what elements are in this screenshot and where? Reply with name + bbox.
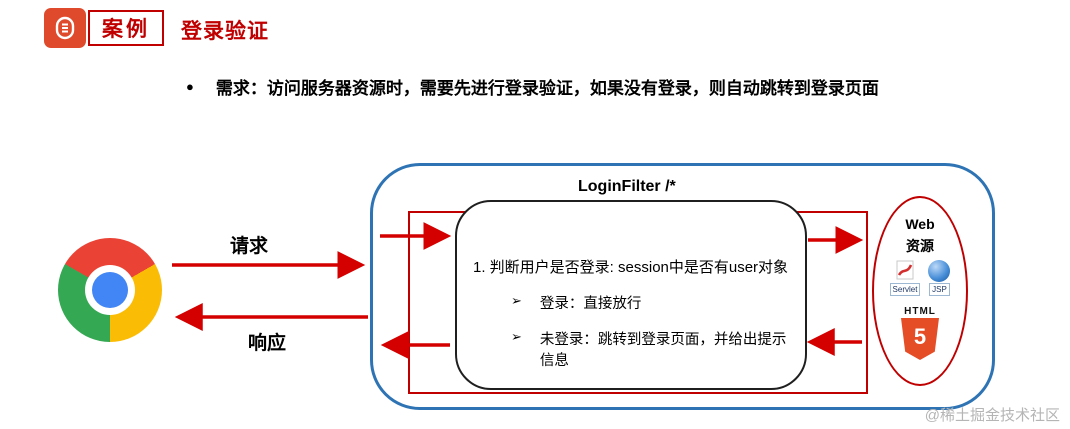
html5-digit: 5 bbox=[913, 324, 927, 349]
case-document-icon-glyph bbox=[55, 16, 75, 40]
web-resource-title-line2: 资源 bbox=[906, 238, 934, 254]
response-label: 响应 bbox=[248, 333, 287, 354]
bullet-icon: ● bbox=[186, 79, 194, 94]
logic-line1: 1. 判断用户是否登录: session中是否有user对象 bbox=[473, 259, 789, 276]
servlet-caption: Servlet bbox=[889, 283, 921, 297]
case-document-icon bbox=[44, 8, 86, 48]
html5-shield-icon: HTML 5 bbox=[874, 306, 966, 360]
logic-item-not-login-text: 未登录：跳转到登录页面，并给出提示信息 bbox=[539, 332, 787, 369]
filter-logic-box: 1. 判断用户是否登录: session中是否有user对象 ➢ 登录：直接放行… bbox=[455, 200, 807, 390]
logic-item-login-text: 登录：直接放行 bbox=[539, 296, 642, 312]
page-title: 登录验证 bbox=[181, 20, 269, 43]
filter-title: LoginFilter /* bbox=[578, 178, 676, 195]
arrow-bullet-icon: ➢ bbox=[511, 329, 522, 344]
case-badge: 案例 bbox=[88, 10, 164, 46]
requirement-text: 需求：访问服务器资源时，需要先进行登录验证，如果没有登录，则自动跳转到登录页面 bbox=[215, 79, 879, 98]
html5-shield-shape: 5 bbox=[901, 318, 939, 360]
jsp-icon: JSP bbox=[928, 260, 951, 297]
web-resource-icon-row: Servlet JSP bbox=[874, 260, 966, 297]
web-resource-title-line1: Web bbox=[905, 216, 935, 232]
logic-item-login: ➢ 登录：直接放行 bbox=[473, 292, 795, 313]
chrome-logo bbox=[58, 238, 162, 342]
servlet-icon: Servlet bbox=[889, 260, 921, 297]
login-filter-container: LoginFilter /* bbox=[370, 163, 995, 410]
arrow-bullet-icon: ➢ bbox=[511, 293, 522, 308]
jsp-icon-glyph bbox=[928, 260, 951, 282]
servlet-icon-glyph bbox=[896, 260, 914, 280]
watermark: @稀土掘金技术社区 bbox=[924, 407, 1060, 424]
jsp-caption: JSP bbox=[929, 283, 950, 297]
requirement-line: ● 需求：访问服务器资源时，需要先进行登录验证，如果没有登录，则自动跳转到登录页… bbox=[186, 74, 879, 99]
chrome-logo-center bbox=[92, 272, 128, 308]
logic-item-not-login: ➢ 未登录：跳转到登录页面，并给出提示信息 bbox=[473, 328, 795, 370]
web-resource-ellipse: Web 资源 Servlet JSP HTML 5 bbox=[872, 196, 968, 386]
request-label: 请求 bbox=[230, 236, 269, 257]
html5-word: HTML bbox=[904, 306, 936, 317]
